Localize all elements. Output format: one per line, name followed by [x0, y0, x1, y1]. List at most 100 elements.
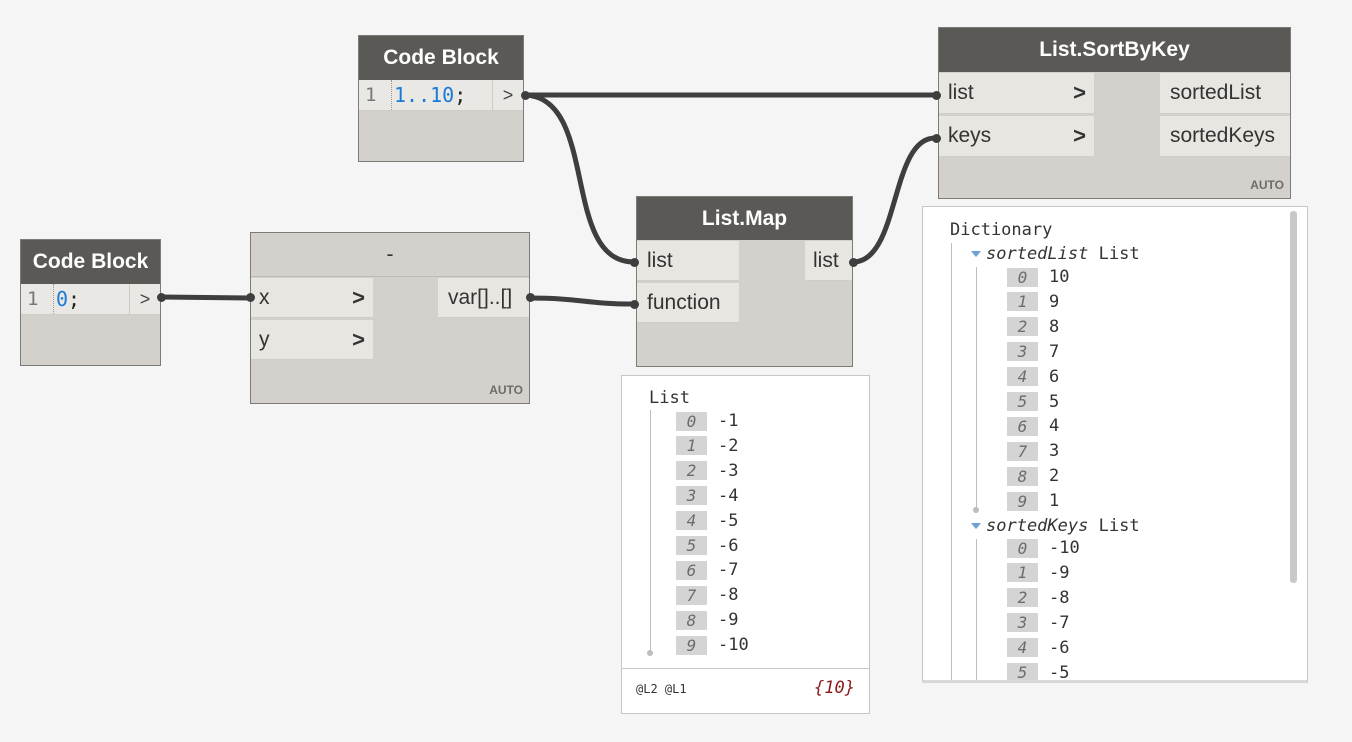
sortedlist-entry[interactable]: sortedList List [971, 244, 1140, 264]
item-index: 2 [1007, 317, 1038, 337]
input-port-x[interactable]: x > [251, 278, 373, 318]
wire-zero-to-subtract-x[interactable] [159, 294, 251, 301]
input-port-keys[interactable]: keys > [939, 116, 1094, 157]
collapse-arrow-icon[interactable] [971, 251, 981, 257]
input-port-y[interactable]: y > [251, 320, 373, 360]
node-title[interactable]: List.SortByKey [939, 28, 1290, 72]
output-port[interactable]: > [129, 284, 160, 314]
output-port-sortedkeys[interactable]: sortedKeys [1160, 116, 1290, 157]
port-label: var[]..[] [448, 285, 513, 309]
item-index: 9 [1007, 491, 1038, 511]
port-label: function [647, 290, 721, 314]
item-index: 4 [1007, 367, 1038, 387]
input-port-function[interactable]: function [637, 283, 739, 323]
item-index: 0 [1007, 267, 1038, 287]
input-port-list[interactable]: list [637, 241, 739, 281]
item-index: 7 [676, 585, 707, 605]
output-port-dot[interactable] [521, 91, 530, 100]
item-value: -5 [1049, 662, 1070, 683]
list-map-node[interactable]: List.Map list function list [636, 196, 853, 367]
code-text[interactable]: 1..10; [391, 80, 492, 110]
item-index: 3 [676, 486, 707, 506]
item-index: 6 [1007, 416, 1038, 436]
list-item: 9-10 [676, 635, 749, 655]
list-item: 1-9 [1007, 563, 1069, 583]
lacing-indicator[interactable]: AUTO [489, 383, 523, 397]
list-item: 4-6 [1007, 638, 1069, 658]
item-index: 3 [1007, 342, 1038, 362]
wire-range-to-map-list[interactable] [522, 92, 635, 265]
list-sortbykey-node[interactable]: List.SortByKey list > keys > sortedList … [938, 27, 1291, 199]
code-text[interactable]: 0; [53, 284, 129, 314]
item-index: 1 [1007, 563, 1038, 583]
list-item: 8-9 [676, 610, 738, 630]
list-levels[interactable]: @L2 @L1 [636, 682, 687, 696]
chevron-right-icon: > [352, 284, 365, 310]
code-semicolon: ; [68, 287, 81, 311]
item-index: 9 [676, 635, 707, 655]
list-item: 0-1 [676, 411, 738, 431]
item-value: 3 [1049, 441, 1060, 462]
item-value: 8 [1049, 316, 1060, 337]
input-port-dot[interactable] [246, 293, 255, 302]
input-port-dot[interactable] [630, 300, 639, 309]
output-port-var[interactable]: var[]..[] [438, 278, 529, 318]
input-port-dot[interactable] [932, 91, 941, 100]
port-label: keys [948, 124, 992, 147]
list-item: 4-5 [676, 511, 738, 531]
key-type: List [1098, 516, 1140, 536]
collapse-arrow-icon[interactable] [971, 523, 981, 529]
input-port-dot[interactable] [630, 258, 639, 267]
item-index: 5 [1007, 392, 1038, 411]
vertical-scrollbar[interactable] [1290, 211, 1297, 583]
code-line[interactable]: 1 1..10; > [359, 80, 523, 111]
output-port-list[interactable]: list [805, 241, 852, 281]
item-value: -9 [718, 610, 739, 631]
item-value: 2 [1049, 466, 1060, 487]
output-port-dot[interactable] [526, 293, 535, 302]
item-value: -7 [718, 560, 739, 581]
chevron-right-icon: > [1073, 123, 1086, 148]
tree-line [976, 539, 977, 680]
item-value: 10 [1049, 267, 1070, 287]
port-label: y [259, 327, 270, 351]
list-item: 1-2 [676, 436, 738, 456]
item-value: 9 [1049, 291, 1060, 312]
node-title[interactable]: Code Block [359, 36, 523, 80]
sortedkeys-entry[interactable]: sortedKeys List [971, 516, 1140, 536]
list-item: 3-4 [676, 486, 738, 506]
port-label: list [948, 81, 974, 104]
line-number: 1 [27, 288, 39, 310]
code-block-range-node[interactable]: Code Block 1 1..10; > [358, 35, 524, 162]
lacing-indicator[interactable]: AUTO [1250, 178, 1284, 192]
node-title[interactable]: Code Block [21, 240, 160, 284]
item-index: 3 [1007, 613, 1038, 633]
port-label: x [259, 285, 270, 309]
item-value: -7 [1049, 612, 1070, 633]
output-port-dot[interactable] [157, 293, 166, 302]
input-port-list[interactable]: list > [939, 73, 1094, 114]
node-title[interactable]: - [251, 233, 529, 277]
item-index: 1 [1007, 292, 1038, 312]
input-port-dot[interactable] [932, 134, 941, 143]
code-block-zero-node[interactable]: Code Block 1 0; > [20, 239, 161, 366]
wire-subtract-to-map-function[interactable] [529, 295, 635, 307]
subtract-node[interactable]: - x > y > var[]..[] AUTO [250, 232, 530, 404]
item-index: 4 [676, 511, 707, 531]
output-port-dot[interactable] [849, 258, 858, 267]
item-index: 0 [676, 411, 707, 431]
item-value: -3 [718, 460, 739, 481]
preview-footer: @L2 @L1 {10} [622, 668, 869, 713]
node-title[interactable]: List.Map [637, 197, 852, 240]
chevron-right-icon: > [352, 326, 365, 352]
output-port[interactable]: > [492, 80, 523, 110]
output-port-sortedlist[interactable]: sortedList [1160, 73, 1290, 114]
code-line[interactable]: 1 0; > [21, 284, 160, 315]
list-item: 5-5 [1007, 662, 1070, 683]
